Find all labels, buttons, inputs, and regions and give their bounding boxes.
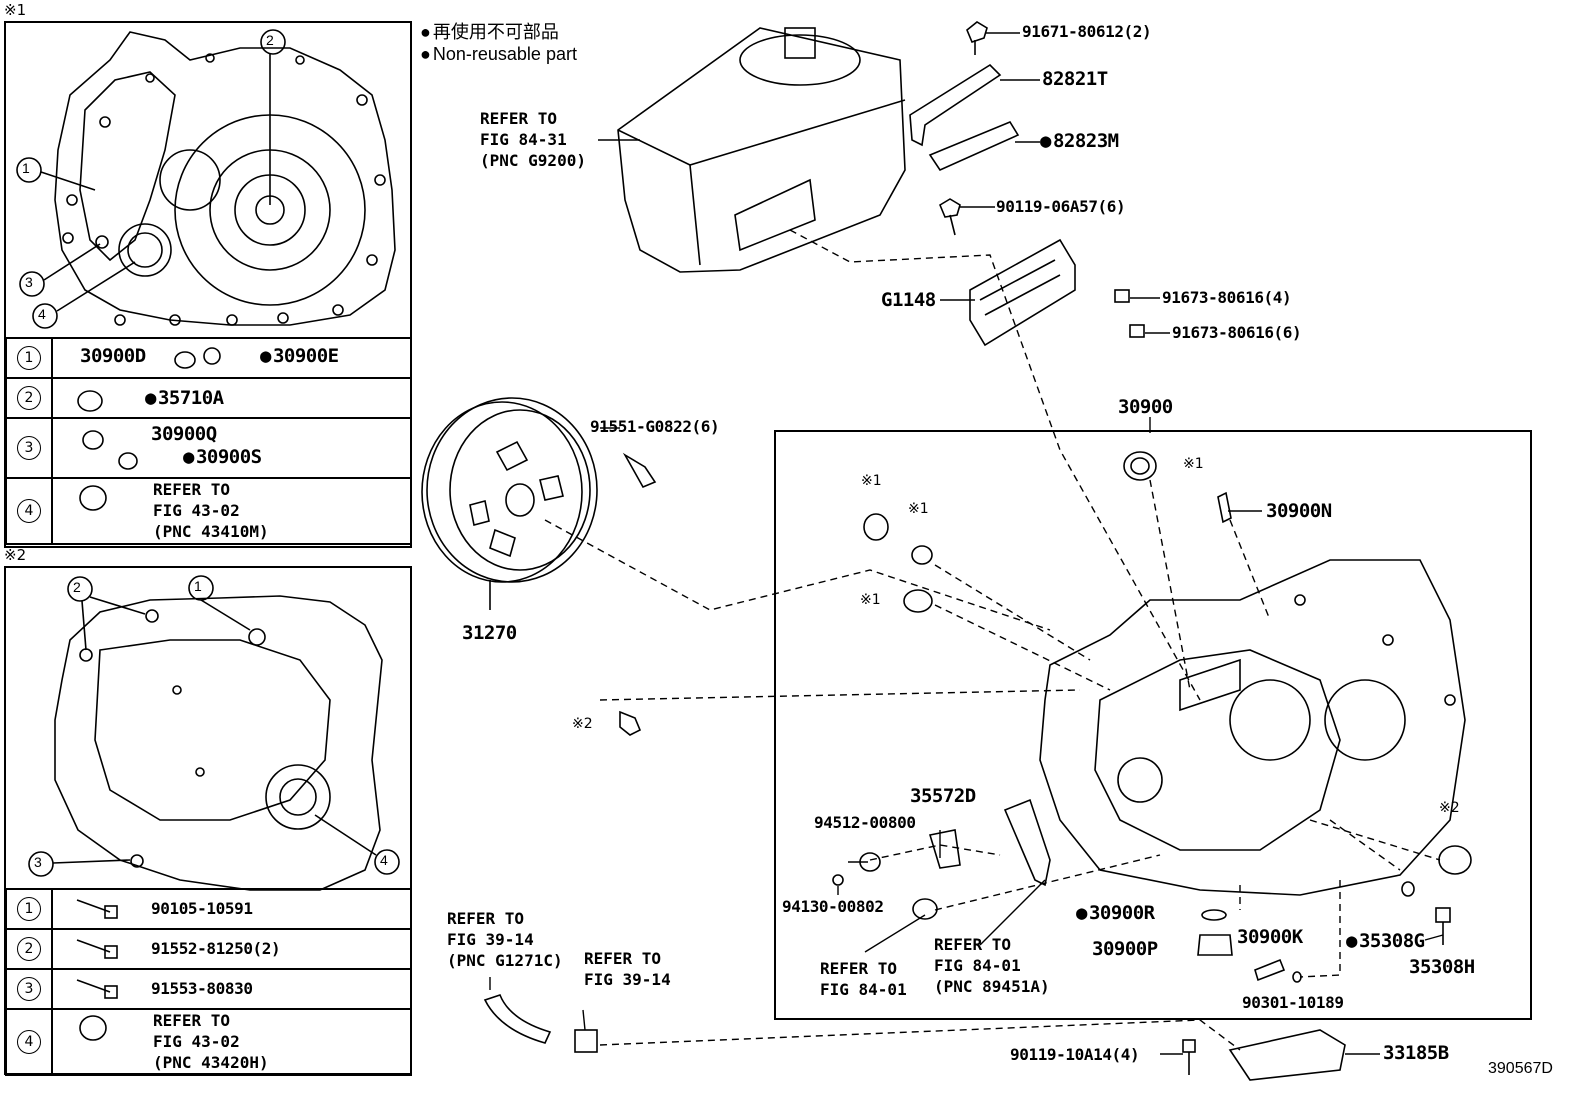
legend-jp-text: 再使用不可部品 xyxy=(432,22,559,42)
panel1-row-1: 1 30900D 30900E xyxy=(5,337,412,379)
panel1-table: 1 30900D 30900E 2 35710A 3 30900Q 30900S… xyxy=(5,337,412,545)
transaxle-assembly-30900 xyxy=(1039,559,1466,896)
part-91673-80616-6[interactable]: 91673-80616(6) xyxy=(1172,323,1302,342)
part-30900S-text: 30900S xyxy=(195,446,262,468)
panel1-callout-3: 3 xyxy=(25,274,33,290)
damper-disc-31270 xyxy=(421,397,598,610)
part-30900E[interactable]: 30900E xyxy=(260,345,339,367)
part-35572D[interactable]: 35572D xyxy=(910,785,976,807)
mark-2-seal-e: ※2 xyxy=(1439,800,1460,816)
panel2-row-4: 4 REFER TO FIG 43-02 (PNC 43420H) xyxy=(5,1008,412,1076)
part-91673-80616-4[interactable]: 91673-80616(4) xyxy=(1162,288,1292,307)
part-30900S[interactable]: 30900S xyxy=(183,446,262,468)
legend-english: Non-reusable part xyxy=(420,44,577,65)
mark-1-seal-d: ※1 xyxy=(860,592,881,608)
part-90119-06A57[interactable]: 90119-06A57(6) xyxy=(996,197,1126,216)
part-31270[interactable]: 31270 xyxy=(462,622,517,644)
panel2-row-1-num: 1 xyxy=(17,897,41,921)
panel2-callouts xyxy=(28,575,400,877)
panel1-row-3: 3 30900Q 30900S xyxy=(5,417,412,479)
mark-1-seal-c: ※1 xyxy=(908,501,929,517)
part-35710A-text: 35710A xyxy=(157,387,224,409)
part-91552-81250[interactable]: 91552-81250(2) xyxy=(151,939,281,958)
leader-lines xyxy=(489,32,1444,1055)
part-91551-G0822[interactable]: 91551-G0822(6) xyxy=(590,417,720,436)
part-82823M-text: 82823M xyxy=(1052,130,1119,152)
ref-fig-39-14-b[interactable]: REFER TO FIG 39-14 xyxy=(584,949,671,989)
panel2-callout-2: 2 xyxy=(73,579,81,595)
panel2-row-4-num: 4 xyxy=(17,1030,41,1054)
panel2-callout-3: 3 xyxy=(34,854,42,870)
part-30900K[interactable]: 30900K xyxy=(1237,926,1303,948)
part-94512-00800[interactable]: 94512-00800 xyxy=(814,813,916,832)
legend-en-text: Non-reusable part xyxy=(432,44,577,64)
ref-fig-84-01-a[interactable]: REFER TO FIG 84-01 xyxy=(820,959,907,999)
part-30900D[interactable]: 30900D xyxy=(80,345,146,367)
panel1-row-2: 2 35710A xyxy=(5,377,412,419)
part-G1148[interactable]: G1148 xyxy=(881,289,936,311)
ref-fig-39-14-a[interactable]: REFER TO FIG 39-14 (PNC G1271C) xyxy=(447,909,563,970)
panel1-callout-1: 1 xyxy=(22,160,30,176)
panel1-row-4-num: 4 xyxy=(17,499,41,523)
part-30900N[interactable]: 30900N xyxy=(1266,500,1332,522)
ref-fig-84-01-b[interactable]: REFER TO FIG 84-01 (PNC 89451A) xyxy=(934,935,1050,996)
panel2-mark: ※2 xyxy=(4,546,27,564)
mark-2-bolt-a: ※2 xyxy=(572,716,593,732)
panel1-row-3-num: 3 xyxy=(17,436,41,460)
figure-id: 390567D xyxy=(1488,1060,1553,1077)
panel1-row-4: 4 REFER TO FIG 43-02 (PNC 43410M) xyxy=(5,477,412,545)
part-82821T[interactable]: 82821T xyxy=(1042,68,1108,90)
part-30900Q[interactable]: 30900Q xyxy=(151,423,217,445)
panel2-row-1: 1 90105-10591 xyxy=(5,888,412,930)
part-91671-80612[interactable]: 91671-80612(2) xyxy=(1022,22,1152,41)
part-33185B[interactable]: 33185B xyxy=(1383,1042,1449,1064)
transaxle-case-rear-view xyxy=(54,595,383,891)
part-90119-10A14[interactable]: 90119-10A14(4) xyxy=(1010,1045,1140,1064)
transaxle-assembly-frame xyxy=(774,430,1532,1020)
part-35710A[interactable]: 35710A xyxy=(145,387,224,409)
part-91553-80830[interactable]: 91553-80830 xyxy=(151,979,253,998)
part-82823M[interactable]: 82823M xyxy=(1040,130,1119,152)
seals-and-bolts xyxy=(483,451,1472,1081)
panel1-callout-4: 4 xyxy=(38,306,46,322)
panel2-callout-4: 4 xyxy=(380,852,388,868)
legend-japanese: 再使用不可部品 xyxy=(420,18,559,44)
panel2-table: 1 90105-10591 2 91552-81250(2) 3 91553-8… xyxy=(5,888,412,1076)
panel1-mark: ※1 xyxy=(4,1,27,19)
panel2-row-3: 3 91553-80830 xyxy=(5,968,412,1010)
inverter-assembly xyxy=(617,27,906,273)
part-30900R[interactable]: 30900R xyxy=(1076,902,1155,924)
ref-fig-84-31[interactable]: REFER TO FIG 84-31 (PNC G9200) xyxy=(480,109,586,170)
part-35308G-text: 35308G xyxy=(1358,930,1425,952)
part-30900[interactable]: 30900 xyxy=(1118,396,1173,418)
part-35308H[interactable]: 35308H xyxy=(1409,956,1475,978)
panel2-row-3-num: 3 xyxy=(17,977,41,1001)
part-30900P[interactable]: 30900P xyxy=(1092,938,1158,960)
panel2-row-2: 2 91552-81250(2) xyxy=(5,928,412,970)
part-94130-00802[interactable]: 94130-00802 xyxy=(782,897,884,916)
part-90301-10189[interactable]: 90301-10189 xyxy=(1242,993,1344,1012)
panel1-callout-2: 2 xyxy=(266,32,274,48)
part-30900E-text: 30900E xyxy=(272,345,339,367)
ref-fig-43-02-b[interactable]: REFER TO FIG 43-02 (PNC 43420H) xyxy=(153,1011,269,1072)
dashed-leaders xyxy=(544,229,1441,1051)
panel2-row-2-num: 2 xyxy=(17,937,41,961)
panel2-callout-1: 1 xyxy=(194,578,202,594)
part-90105-10591[interactable]: 90105-10591 xyxy=(151,899,253,918)
connector-G1148 xyxy=(969,238,1145,347)
panel1-callouts xyxy=(16,29,286,329)
panel1-row-1-num: 1 xyxy=(17,346,41,370)
panel1-row-2-num: 2 xyxy=(17,386,41,410)
part-35308G[interactable]: 35308G xyxy=(1346,930,1425,952)
mark-1-seal-b: ※1 xyxy=(861,473,882,489)
ref-fig-43-02-a[interactable]: REFER TO FIG 43-02 (PNC 43410M) xyxy=(153,480,269,541)
mark-1-seal-a: ※1 xyxy=(1183,456,1204,472)
part-30900R-text: 30900R xyxy=(1088,902,1155,924)
